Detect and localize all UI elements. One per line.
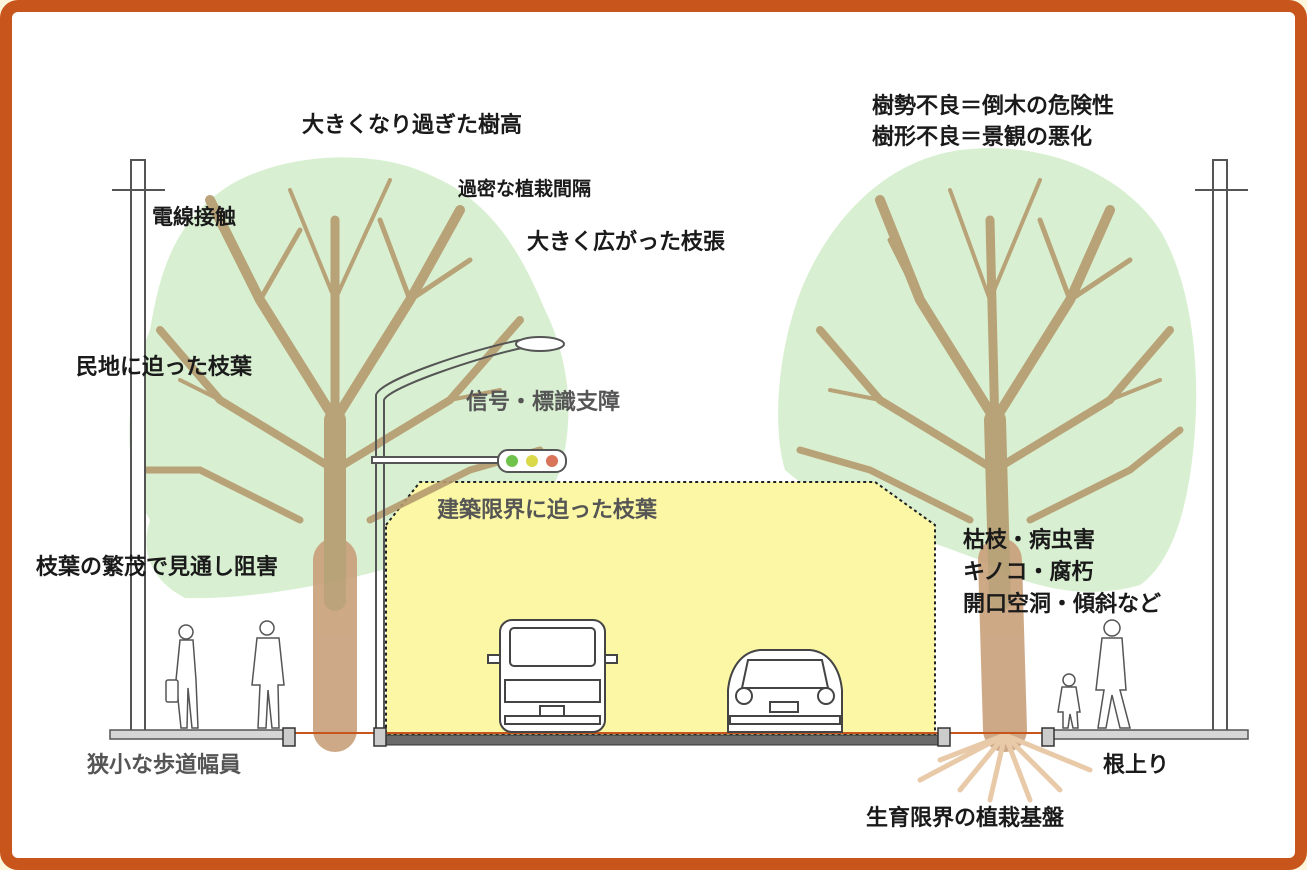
- van: [487, 619, 618, 733]
- left-curb-left: [282, 727, 296, 747]
- label-visibility: 枝葉の繁茂で見通し阻害: [36, 555, 279, 580]
- right-tree-roots: [917, 732, 1093, 803]
- pedestrian-child: [1057, 673, 1081, 729]
- label-dense-planting: 過密な植栽間隔: [458, 178, 592, 200]
- signal-yellow: [526, 455, 538, 467]
- road: [384, 734, 941, 746]
- label-defects-3: 開口空洞・傾斜など: [963, 592, 1162, 617]
- left-sidewalk: [109, 729, 291, 740]
- right-curb-road: [937, 727, 951, 747]
- label-vigor: 樹勢不良＝倒木の危険性: [872, 94, 1115, 119]
- label-signal-sign: 信号・標識支障: [466, 390, 621, 415]
- street-light: [375, 336, 565, 732]
- car: [727, 649, 843, 733]
- label-root-lift: 根上り: [1103, 753, 1170, 778]
- label-private-land: 民地に迫った枝葉: [76, 355, 253, 380]
- label-building-limit: 建築限界に迫った枝葉: [437, 498, 658, 523]
- pedestrian-man-right: [1095, 619, 1131, 729]
- label-power-line: 電線接触: [152, 205, 236, 229]
- label-tree-height: 大きくなり過ぎた樹高: [302, 113, 523, 138]
- label-narrow-sidewalk: 狭小な歩道幅員: [87, 753, 242, 778]
- right-tree: [796, 178, 1184, 752]
- label-planting-base: 生育限界の植栽基盤: [866, 806, 1065, 831]
- label-wide-branches: 大きく広がった枝張: [527, 230, 726, 255]
- right-curb-right: [1041, 727, 1055, 747]
- pedestrian-man-left: [251, 620, 285, 729]
- left-curb-road: [373, 727, 387, 747]
- traffic-signal: [371, 449, 567, 473]
- label-defects-1: 枯枝・病虫害: [963, 528, 1096, 553]
- pedestrian-woman: [165, 624, 199, 729]
- label-defects-2: キノコ・腐朽: [963, 560, 1094, 585]
- right-sidewalk: [1049, 729, 1249, 740]
- label-shape: 樹形不良＝景観の悪化: [872, 125, 1093, 150]
- signal-red: [546, 455, 558, 467]
- signal-green: [506, 455, 518, 467]
